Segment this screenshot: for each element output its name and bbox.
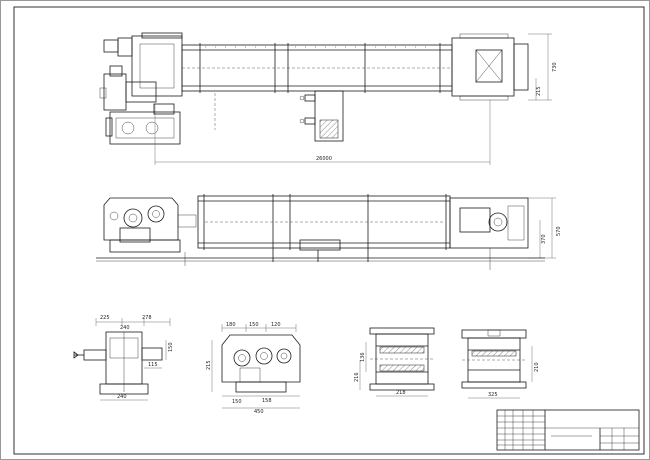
dim-ts-height-b: 216: [354, 372, 360, 382]
dim-gs-shaft: 115: [148, 362, 158, 368]
dim-ts-height-a: 136: [360, 352, 366, 362]
dim-gf-top-a: 180: [226, 322, 236, 328]
dim-overall-length: 26000: [316, 156, 332, 162]
dim-gf-top-b: 150: [249, 322, 259, 328]
dim-height-b: 370: [541, 234, 547, 244]
dim-ts-width: 218: [396, 390, 406, 396]
dim-gs-left: 225: [100, 315, 110, 321]
dim-gf-bottom-a: 150: [232, 399, 242, 405]
dim-width-right: 730: [552, 62, 558, 72]
dim-height-a: 570: [556, 226, 562, 236]
dim-gf-top-c: 120: [271, 322, 281, 328]
detail-tail-section: 210 325: [461, 329, 540, 399]
dim-gs-bottom: 240: [117, 394, 127, 400]
trough-flanges: [199, 43, 441, 93]
plan-view: 730 215 26000: [99, 32, 558, 165]
dim-tail-height: 210: [534, 362, 540, 372]
dim-gf-overall: 450: [254, 409, 264, 415]
dim-gf-bottom-b: 158: [262, 398, 272, 404]
front-view: 570 370: [96, 194, 562, 270]
dim-gs-mid: 240: [120, 325, 130, 331]
dim-gs-right: 278: [142, 315, 152, 321]
dim-tail-width: 325: [488, 392, 498, 398]
title-block: [496, 409, 640, 451]
inner-frame: [13, 6, 645, 455]
dim-right-small: 215: [536, 86, 542, 96]
dim-gf-left-height: 215: [206, 360, 212, 370]
dim-gs-side: 150: [168, 342, 174, 352]
detail-gearbox-front: 180 150 120 215 150 158 450: [206, 322, 301, 415]
detail-trough-section: 136 216 218: [354, 327, 435, 397]
detail-gearbox-side: 225 240 278 240 150 115: [73, 315, 174, 401]
